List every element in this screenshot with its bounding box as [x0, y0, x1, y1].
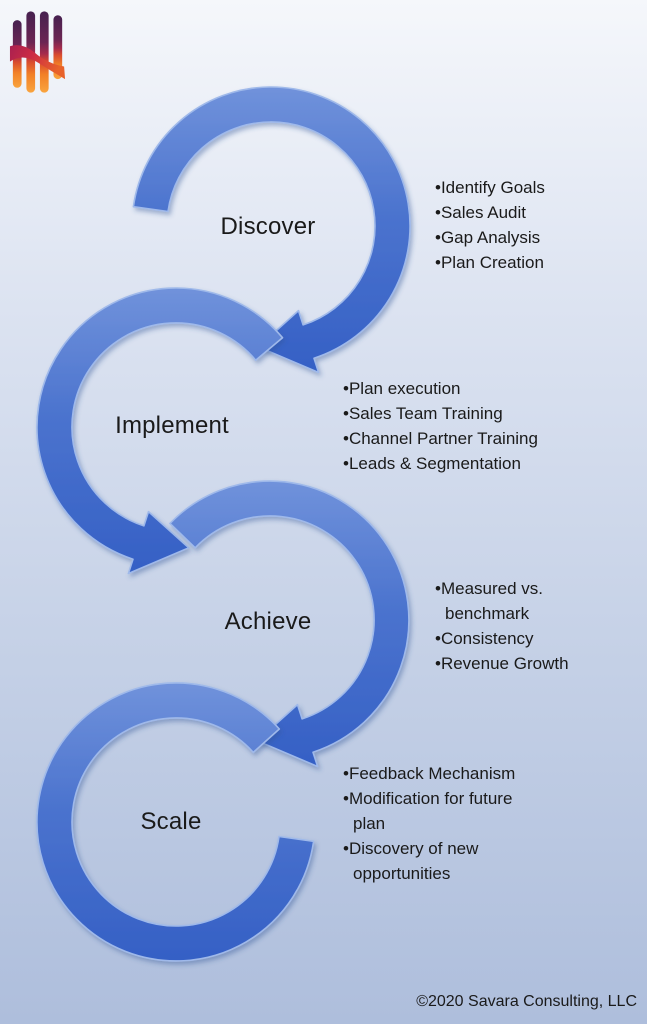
step-bullets-implement: Plan executionSales Team TrainingChannel…: [343, 376, 608, 476]
logo-ribbon: [9, 45, 66, 80]
bullet-item: Channel Partner Training: [343, 426, 608, 451]
bullet-item: Sales Audit: [435, 200, 625, 225]
bullet-item: Measured vs. benchmark: [435, 576, 600, 626]
copyright-text: ©2020 Savara Consulting, LLC: [416, 993, 637, 1010]
step-bullets-achieve: Measured vs. benchmarkConsistencyRevenue…: [435, 576, 600, 676]
logo-bar: [53, 15, 63, 80]
step-bullets-discover: Identify GoalsSales AuditGap AnalysisPla…: [435, 175, 625, 275]
step-label-achieve: Achieve: [224, 608, 312, 635]
step-label-discover: Discover: [220, 213, 316, 240]
bullet-item: Identify Goals: [435, 175, 625, 200]
circular-arrow-scale: [36, 682, 315, 962]
bullet-item: Feedback Mechanism: [343, 761, 543, 786]
savara-logo: [9, 11, 66, 93]
step-label-implement: Implement: [115, 412, 229, 439]
bullet-item: Consistency: [435, 626, 600, 651]
circular-arrow-implement: [36, 287, 284, 575]
circular-arrow-discover: [132, 86, 411, 374]
bullet-item: Plan execution: [343, 376, 608, 401]
bullet-item: Modification for future plan: [343, 786, 543, 836]
bullet-item: Sales Team Training: [343, 401, 608, 426]
bullet-item: Plan Creation: [435, 250, 625, 275]
circular-arrow-achieve: [169, 480, 410, 768]
logo-bar: [39, 11, 49, 93]
bullet-item: Discovery of new opportunities: [343, 836, 543, 886]
step-label-scale: Scale: [140, 808, 202, 835]
bullet-item: Gap Analysis: [435, 225, 625, 250]
bullet-item: Revenue Growth: [435, 651, 600, 676]
bullet-item: Leads & Segmentation: [343, 451, 608, 476]
step-bullets-scale: Feedback MechanismModification for futur…: [343, 761, 543, 886]
